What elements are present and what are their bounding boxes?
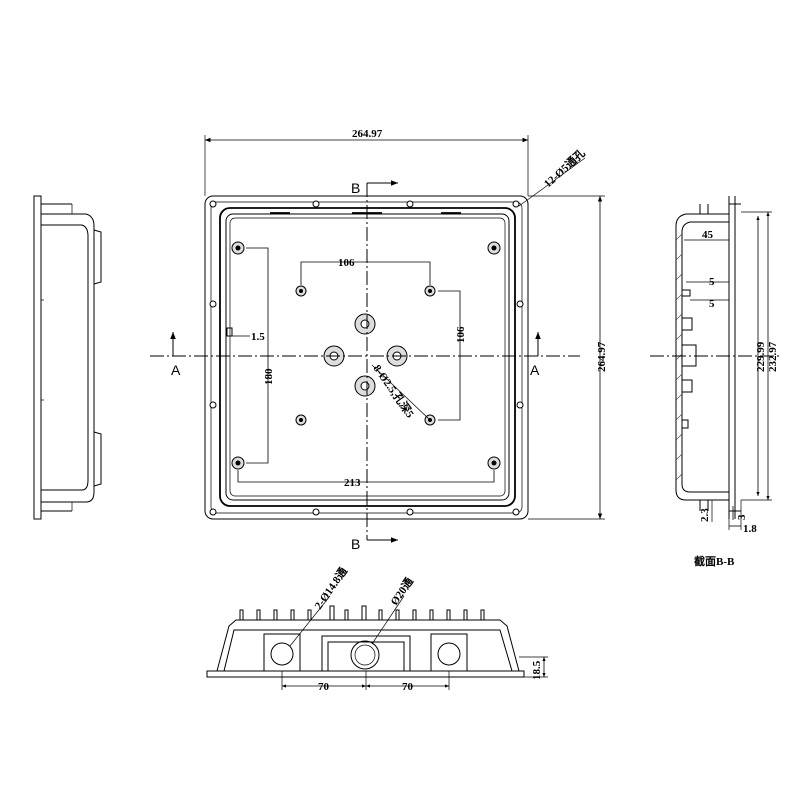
dim-step-1: 5 [709,276,715,288]
bottom-view [206,595,548,690]
dim-right-offset: 70 [402,681,414,693]
section-label-b-bottom: B [351,536,360,552]
dim-base: 3 [736,514,748,520]
dim-lip: 1.8 [743,523,757,535]
top-fins [239,605,485,621]
dim-top-width: 264.97 [352,128,383,140]
dim-overall-height-2: 232.97 [767,341,779,372]
dim-left-offset: 70 [318,681,330,693]
dim-bottom-height: 18.5 [531,660,543,680]
left-side-view [33,195,102,520]
section-bb-view [650,196,780,530]
section-label-a-right: A [530,362,540,378]
section-label-b-top: B [351,180,360,196]
dim-bolt-span-h: 106 [338,257,355,269]
dim-inner-span-h: 213 [344,477,361,489]
dim-rim-offset: 1.5 [251,331,265,343]
center-bosses [323,313,408,397]
side-holes-note: 2-Ø14.8通 [312,565,350,612]
front-view [150,135,605,543]
wall-hatching [675,233,683,481]
center-hole-note: Ø20通 [388,575,416,607]
dim-wall: 2.3 [699,508,711,522]
screw-holes-note: 8-Ø2.5,孔深5 [371,362,418,421]
dim-inner-span-v: 180 [263,368,275,385]
section-label-a-left: A [171,362,181,378]
vent-holes [209,200,524,516]
section-caption: 截面B-B [694,554,735,568]
dim-depth: 45 [702,229,714,241]
dim-step-2: 5 [709,298,715,310]
dim-front-height: 264.97 [596,341,608,372]
vent-note: 12-Ø5通孔 [541,147,587,191]
dim-bolt-span-v: 106 [455,326,467,343]
dim-overall-height-1: 229.99 [755,341,767,372]
